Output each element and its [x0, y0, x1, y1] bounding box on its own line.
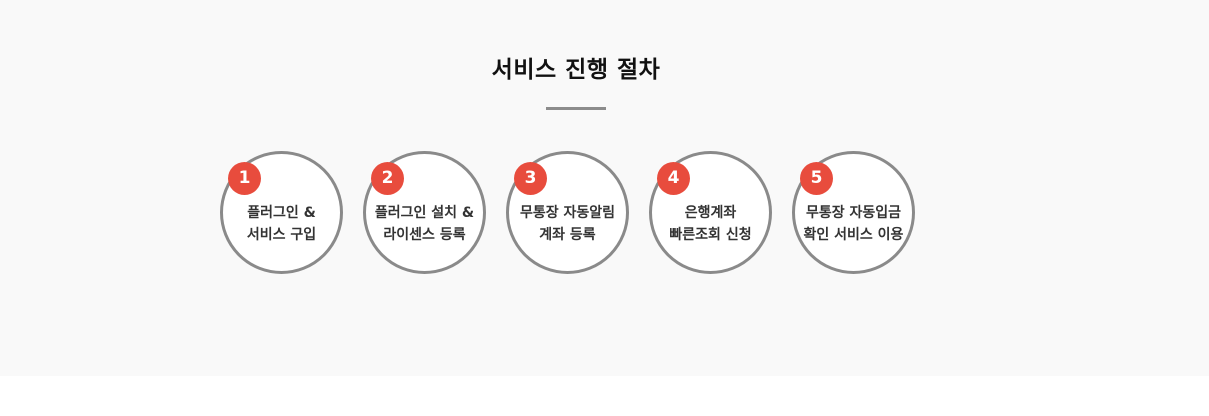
step-label-line1: 은행계좌 [684, 205, 737, 221]
step-label-line2: 빠른조회 신청 [669, 227, 752, 243]
step-label: 무통장 자동입금 확인 서비스 이용 [785, 202, 922, 246]
step-label-line2: 서비스 구입 [246, 227, 317, 243]
step-3: 3 무통장 자동알림 계좌 등록 [506, 151, 629, 274]
step-number-badge: 5 [800, 162, 833, 195]
title-divider [546, 107, 606, 110]
step-1: 1 플러그인 & 서비스 구입 [220, 151, 343, 274]
step-5: 5 무통장 자동입금 확인 서비스 이용 [792, 151, 915, 274]
step-number-badge: 4 [657, 162, 690, 195]
step-label-line1: 플러그인 설치 & [374, 205, 475, 221]
step-number-badge: 2 [371, 162, 404, 195]
step-label: 플러그인 설치 & 라이센스 등록 [356, 202, 493, 246]
step-label-line2: 계좌 등록 [539, 227, 596, 243]
step-label-line1: 무통장 자동입금 [805, 205, 902, 221]
step-label: 플러그인 & 서비스 구입 [213, 202, 350, 246]
step-label-line1: 무통장 자동알림 [519, 205, 616, 221]
process-steps: 1 플러그인 & 서비스 구입 2 플러그인 설치 & 라이센스 등록 3 무통… [220, 151, 915, 274]
step-label-line2: 라이센스 등록 [383, 227, 466, 243]
step-label: 무통장 자동알림 계좌 등록 [499, 202, 636, 246]
step-label: 은행계좌 빠른조회 신청 [642, 202, 779, 246]
step-2: 2 플러그인 설치 & 라이센스 등록 [363, 151, 486, 274]
step-label-line2: 확인 서비스 이용 [803, 227, 904, 243]
process-section: 서비스 진행 절차 1 플러그인 & 서비스 구입 2 플러그인 설치 & 라이… [220, 57, 915, 274]
step-4: 4 은행계좌 빠른조회 신청 [649, 151, 772, 274]
step-number-badge: 1 [228, 162, 261, 195]
step-label-line1: 플러그인 & [247, 205, 316, 221]
section-title: 서비스 진행 절차 [491, 57, 661, 83]
step-number-badge: 3 [514, 162, 547, 195]
